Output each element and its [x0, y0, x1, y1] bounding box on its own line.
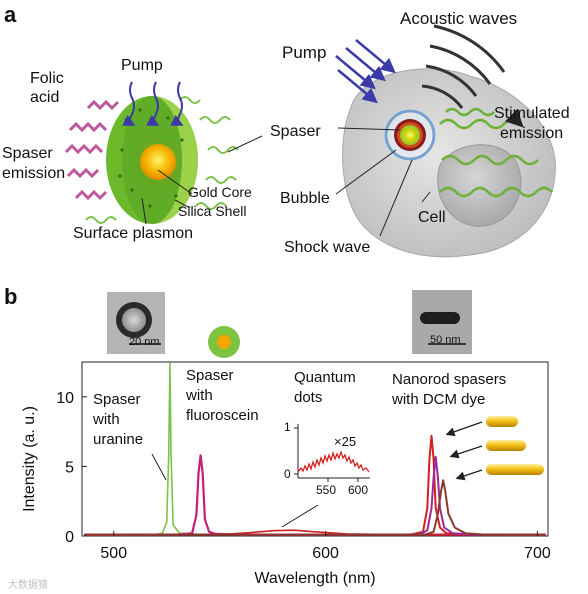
- nanorod-arrows: [445, 421, 483, 481]
- tem-image-nanorod: [412, 290, 472, 354]
- core-shell-icon: [208, 326, 240, 358]
- nucleus: [437, 144, 522, 227]
- series-line-6: [84, 479, 546, 536]
- gold-core: [140, 144, 176, 180]
- acoustic-waves-label: Acoustic waves: [400, 9, 517, 28]
- quantum-dots-label-1: Quantum: [294, 369, 356, 386]
- inset-multiplier: ×25: [334, 434, 356, 449]
- fluoroscein-label-1: Spaser: [186, 367, 234, 384]
- scale-bar-50-label: 50 nm: [430, 334, 461, 346]
- inset-y-tick-0: 0: [284, 467, 291, 481]
- quantum-dots-label-2: dots: [294, 389, 322, 406]
- spaser-emission-label-1: Spaser: [2, 145, 53, 162]
- x-tick-label: 600: [312, 545, 339, 562]
- folic-acid-label-1: Folic: [30, 70, 64, 87]
- spaser-particle: [400, 125, 420, 145]
- uranine-label-3: uranine: [93, 431, 143, 448]
- shock-wave-label: Shock wave: [284, 239, 370, 256]
- panel-a-label: a: [4, 2, 17, 27]
- fluoroscein-label-3: fluoroscein: [186, 407, 259, 424]
- x-tick-label: 500: [100, 545, 127, 562]
- scale-bar-20-label: 20 nm: [129, 336, 160, 348]
- x-tick-label: 700: [524, 545, 551, 562]
- silica-shell-label: Silica Shell: [178, 203, 246, 219]
- pump-arrows-right: [335, 39, 396, 104]
- nanorod-icons: [486, 416, 544, 475]
- y-tick-label: 5: [65, 459, 74, 476]
- folic-acid-label-2: acid: [30, 89, 59, 106]
- y-tick-label: 10: [56, 390, 74, 407]
- uranine-label-1: Spaser: [93, 391, 141, 408]
- uranine-leader: [151, 453, 167, 481]
- cell-illustration: [335, 24, 556, 258]
- uranine-label-2: with: [92, 411, 120, 428]
- y-axis-label: Intensity (a. u.): [21, 406, 38, 512]
- spaser-emission-waves: [85, 96, 239, 224]
- pump-label-right: Pump: [282, 43, 326, 62]
- x-axis-label: Wavelength (nm): [254, 570, 375, 587]
- spaser-emission-label-2: emission: [2, 165, 65, 182]
- gold-core-label: Gold Core: [188, 184, 252, 200]
- nanoparticle-illustration: [64, 81, 239, 225]
- connector-line: [227, 135, 263, 153]
- bubble-ring: [384, 109, 436, 161]
- stimulated-emission-label-2: emission: [500, 125, 563, 142]
- series-line-5: [84, 455, 546, 536]
- fluoroscein-label-2: with: [185, 387, 213, 404]
- chart-lines: [84, 362, 546, 536]
- nanorod-label-2: with DCM dye: [391, 391, 485, 408]
- stimulated-emission-label-1: Stimulated: [494, 105, 570, 122]
- y-tick-label: 0: [65, 529, 74, 546]
- nanorod-label-1: Nanorod spasers: [392, 371, 506, 388]
- quantum-dots-leader: [281, 504, 319, 528]
- quantum-dots-inset: [294, 424, 370, 482]
- folic-acid-strands: [64, 99, 120, 201]
- acoustic-wave-arcs: [421, 24, 506, 109]
- watermark: 大数据猿: [8, 578, 48, 591]
- pump-label-left: Pump: [121, 57, 163, 74]
- cell-label: Cell: [418, 209, 446, 226]
- stimulated-emission-waves: [439, 107, 553, 198]
- bubble-label: Bubble: [280, 190, 330, 207]
- spaser-label: Spaser: [270, 123, 321, 140]
- panel-b-label: b: [4, 284, 17, 309]
- chart-axes: [81, 361, 549, 537]
- inset-y-tick-1: 1: [284, 420, 291, 434]
- plot-frame: [81, 361, 549, 537]
- inset-x-tick-600: 600: [348, 483, 368, 497]
- surface-plasmon-label: Surface plasmon: [73, 225, 193, 242]
- tem-image-sphere: [107, 292, 165, 354]
- inset-x-tick-550: 550: [316, 483, 336, 497]
- pump-arrows-left: [122, 81, 184, 126]
- series-line-4: [84, 434, 546, 536]
